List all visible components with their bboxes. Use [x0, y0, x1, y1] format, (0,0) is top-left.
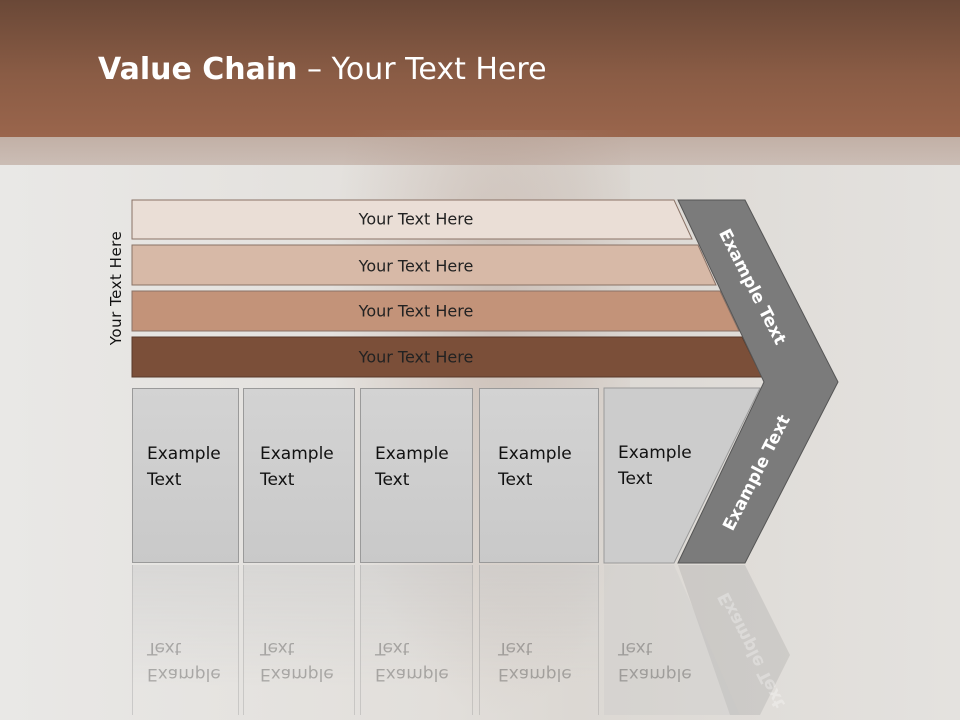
title-rest: – Your Text Here — [297, 52, 547, 87]
side-label: Your Text Here — [107, 230, 125, 346]
box-5-reflection-shape — [604, 565, 740, 715]
bar-2-shape[interactable] — [131, 244, 717, 286]
bar-2-label: Your Text Here — [358, 256, 474, 276]
bar-1-shape[interactable] — [131, 199, 693, 240]
chevron-reflection — [678, 565, 790, 715]
header-band — [0, 137, 960, 165]
slide-title[interactable]: Value Chain – Your Text Here — [98, 52, 547, 87]
bar-3-label: Your Text Here — [358, 301, 474, 321]
title-header — [0, 0, 960, 137]
title-bold: Value Chain — [98, 52, 298, 87]
bar-3-shape[interactable] — [131, 290, 740, 332]
chevron-shape[interactable] — [677, 199, 839, 564]
bar-1-label: Your Text Here — [358, 209, 474, 229]
box-5-shape[interactable] — [603, 387, 761, 564]
bar-4-label: Your Text Here — [358, 347, 474, 367]
